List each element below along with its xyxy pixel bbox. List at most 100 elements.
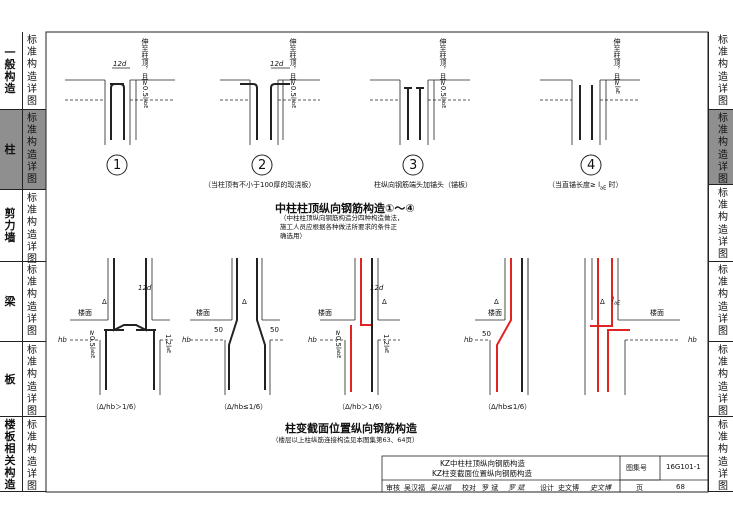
right-tab-3[interactable]: 标准构造详图 (709, 262, 733, 342)
right-tab-label: 标准构造详图 (718, 35, 728, 108)
top-note-2: 施工人员应根据各种做法所要求的条件正 (280, 223, 397, 231)
right-tab-1[interactable]: 标准构造详图 (709, 110, 733, 185)
detail-number-3: 3 (409, 158, 418, 173)
bottom-section-title: 柱变截面位置纵向钢筋构造 (285, 422, 417, 435)
detail-number-4: 4 (587, 158, 596, 173)
detail-number-1: 1 (113, 158, 122, 173)
left-tab-title: 剪力墙 (4, 207, 16, 244)
detail-3 (370, 79, 470, 145)
dim-50-b4: 50 (482, 330, 491, 338)
left-tab-1[interactable]: 柱 标准构造详图 (0, 110, 46, 190)
tb-checker: 罗 斌 (482, 484, 499, 492)
detail-4 (540, 79, 640, 145)
left-tab-0[interactable]: 一般构造 标准构造详图 (0, 32, 46, 110)
right-tab-label: 标准构造详图 (718, 113, 728, 186)
detail-1 (65, 67, 175, 145)
section-detail-2 (190, 258, 285, 395)
right-tab-2[interactable]: 标准构造详图 (709, 185, 733, 262)
tab-divider (22, 417, 23, 491)
detail-2 (220, 67, 320, 145)
caption-4: （当直锚长度≥ laE 时） (548, 181, 623, 192)
delta-b3: Δ (382, 298, 387, 306)
detail-number-2: 2 (258, 158, 267, 173)
tb-line1: KZ中柱柱顶纵向钢筋构造 (440, 459, 526, 468)
tab-divider (22, 262, 23, 341)
right-tab-label: 标准构造详图 (718, 345, 728, 418)
tb-page-label: 页 (636, 484, 643, 492)
tb-check: 校对 (462, 484, 476, 492)
floor-label-2: 楼面 (196, 309, 210, 317)
right-tab-5[interactable]: 标准构造详图 (709, 417, 733, 492)
l2-label-b1: 1.2laE (164, 334, 172, 354)
left-tab-subtitle: 标准构造详图 (27, 345, 37, 418)
tb-line2: KZ柱变截面位置纵向钢筋构造 (432, 469, 533, 478)
anchor-label-2: 伸至柱顶，且≥0.5labE (289, 38, 297, 109)
left-tab-title: 一般构造 (4, 46, 16, 95)
left-tab-subtitle: 标准构造详图 (27, 35, 37, 108)
tb-designer-sign: 史文博 (590, 484, 611, 492)
circle-2 (251, 154, 273, 176)
tb-checker-sign: 罗 斌 (508, 484, 525, 492)
anchor-label-1: 伸至柱顶，且≥0.5labE (141, 38, 149, 109)
left-tab-2[interactable]: 剪力墙标准构造详图 (0, 190, 46, 265)
hb-b4: hb (464, 336, 473, 344)
floor-label-3: 楼面 (318, 309, 332, 317)
left-tab-title: 楼板相关构造 (4, 418, 16, 491)
section-detail-3 (320, 258, 400, 395)
left-tab-subtitle: 标准构造详图 (27, 420, 37, 493)
left-tab-subtitle: 标准构造详图 (27, 265, 37, 338)
top-note-1: （中柱柱顶纵向钢筋构造分四种构造做法， (280, 214, 404, 222)
left-tab-subtitle: 标准构造详图 (27, 113, 37, 186)
section-detail-4 (475, 258, 529, 395)
tb-design: 设计 (540, 484, 554, 492)
lae-label-b3: ≥0.5labE (334, 330, 342, 359)
anchor-label-4: 伸至柱顶，且≥laE (613, 38, 621, 95)
dim-12d-1: 12d (113, 60, 127, 68)
tb-review: 审核 (386, 484, 400, 492)
caption-b2: （Δ/hb≤1/6） (220, 403, 268, 411)
left-tab-title: 板 (4, 372, 16, 386)
circle-3 (402, 154, 424, 176)
delta-b5: Δ (600, 298, 605, 306)
bottom-subtitle: （楼层以上柱纵筋连接构造见本图集第63、64页） (272, 436, 419, 444)
tb-atlas-no: 16G101-1 (666, 463, 701, 471)
dim-12d-b1: 12d (138, 284, 152, 292)
delta-b1: Δ (102, 298, 107, 306)
floor-label-4: 楼面 (488, 309, 502, 317)
left-tab-4[interactable]: 板 标准构造详图 (0, 342, 46, 417)
le-label-b5: laE (612, 296, 621, 307)
hb-b1: hb (58, 336, 67, 344)
circle-4 (580, 154, 602, 176)
caption-2: （当柱顶有不小于100厚的现浇板） (204, 181, 316, 189)
delta-b2: Δ (242, 298, 247, 306)
hb-b3: hb (308, 336, 317, 344)
caption-b4: （Δ/hb≤1/6） (484, 403, 532, 411)
right-tab-label: 标准构造详图 (718, 420, 728, 493)
section-detail-5 (584, 258, 680, 395)
top-note-3: 确选用） (280, 232, 306, 240)
caption-b1: （Δ/hb＞1/6） (92, 403, 141, 411)
left-tab-title: 梁 (4, 295, 16, 308)
tab-divider (22, 342, 23, 416)
delta-b4: Δ (494, 298, 499, 306)
section-detail-1 (70, 258, 175, 395)
left-tab-title: 柱 (4, 143, 16, 156)
tab-divider (22, 190, 23, 261)
dim-50-b2: 50 (214, 326, 223, 334)
left-tab-3[interactable]: 梁 标准构造详图 (0, 262, 46, 342)
hb-b5: hb (688, 336, 697, 344)
floor-label-1: 楼面 (78, 309, 92, 317)
right-tab-4[interactable]: 标准构造详图 (709, 342, 733, 417)
right-tab-0[interactable]: 标准构造详图 (709, 32, 733, 110)
left-tab-5[interactable]: 楼板相关构造 标准构造详图 (0, 417, 46, 492)
top-section-title: 中柱柱顶纵向钢筋构造①～④ (275, 202, 415, 215)
circle-1 (106, 154, 128, 176)
l2-label-b3: 1.2laE (382, 334, 390, 354)
tb-atlas-label: 图集号 (626, 464, 647, 472)
tb-reviewer: 吴汉福 (404, 484, 425, 492)
right-tab-label: 标准构造详图 (718, 265, 728, 338)
title-block (381, 455, 709, 493)
caption-3: 柱纵向钢筋端头加锚头（锚板） (374, 181, 472, 189)
floor-label-5: 楼面 (650, 309, 664, 317)
